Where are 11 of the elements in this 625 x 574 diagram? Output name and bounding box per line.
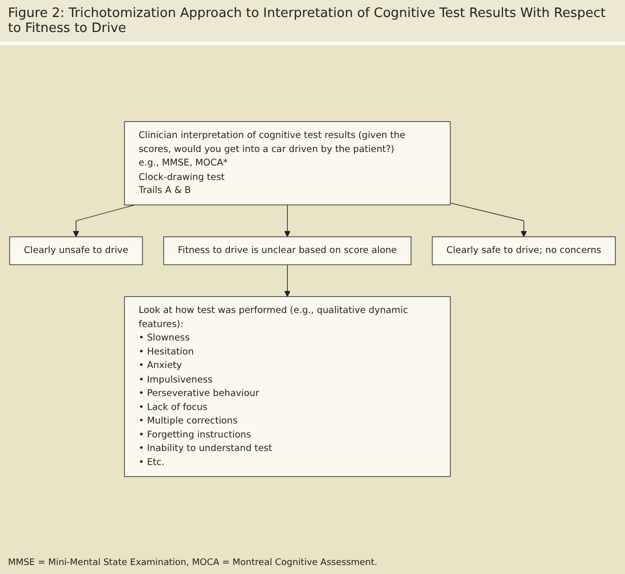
- arrow: [284, 264, 290, 298]
- node-box: Clinician interpretation of cognitive test results (given the scores, would you get into a car driven by the patient?) e.g., MMSE, MOCA* Clock-drawing test Trails A & B: [124, 122, 451, 206]
- node-box: Look at how test was performed (e.g., qualitative dynamic features): • Slowness • Hesitation • Anxiety • Impulsiveness • Perseverative behaviour • Lack of focus • Multiple corrections • Forgetting instructions • Inability to understand test • Etc.: [124, 296, 451, 478]
- node-box: Fitness to drive is unclear based on score alone: [163, 236, 412, 266]
- figure-title: Figure 2: Trichotomization Approach to Interpretation of Cognitive Test Results With Respect to Fitness to Drive: [0, 0, 625, 45]
- node-box: Clearly unsafe to drive: [9, 236, 143, 266]
- arrow: [284, 204, 290, 238]
- node-box: Clearly safe to drive; no concerns: [432, 236, 616, 266]
- arrow: [72, 204, 135, 238]
- caption: MMSE = Mini-Mental State Examination, MOCA = Montreal Cognitive Assessment.: [7, 557, 378, 570]
- arrow: [450, 202, 527, 238]
